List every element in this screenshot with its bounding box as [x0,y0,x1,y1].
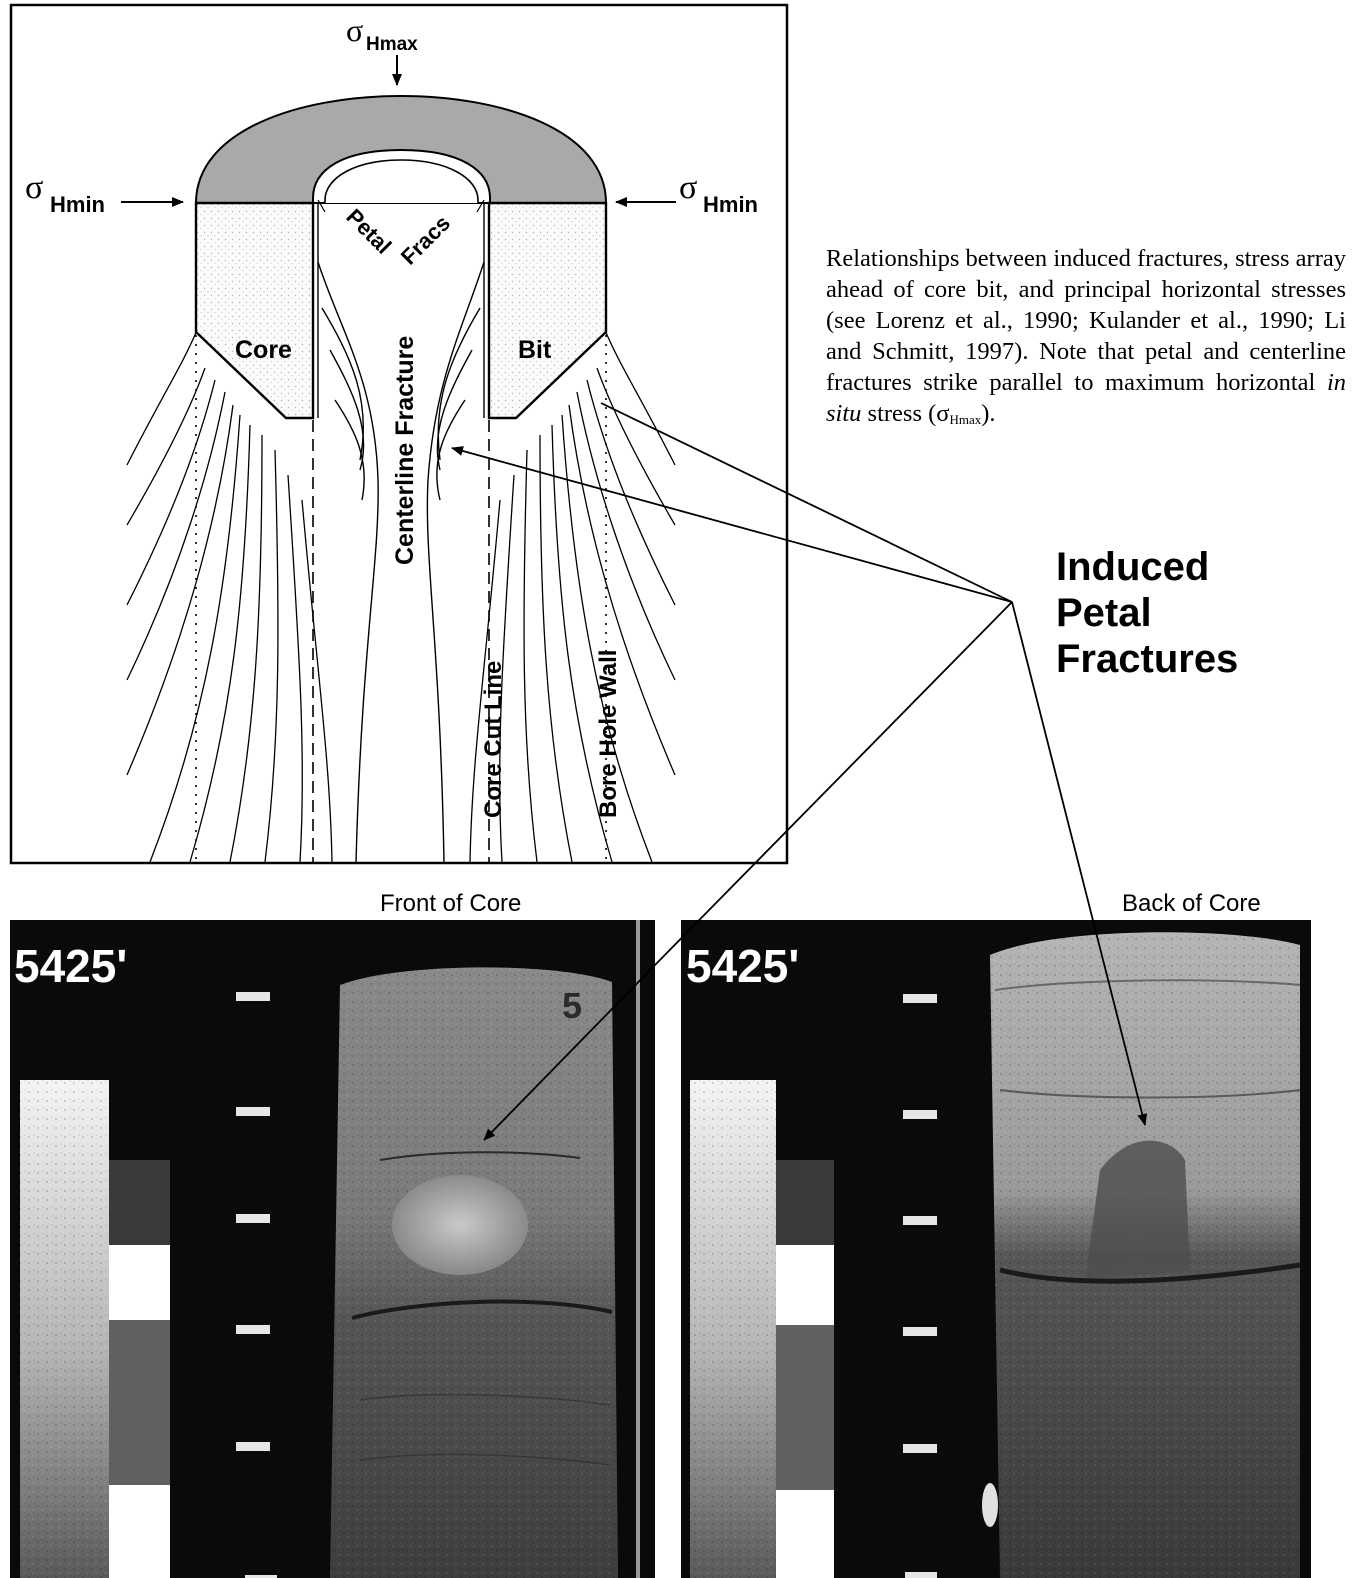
caption-text-3: ). [981,400,995,427]
front-core-photo: 5 5425' [10,920,655,1578]
front-depth-label: 5425' [14,940,127,992]
sigma-hmin-left-subscript: Hmin [50,192,105,217]
stress-diagram: σ Hmax σ Hmin σ Hmin Petal Fracs Core Bi… [11,5,787,863]
callout-line-3: Fractures [1056,636,1238,682]
sigma-hmax-symbol: σ [346,12,363,48]
callout-line-2: Petal [1056,590,1238,636]
back-core-photo: 5425' [681,920,1311,1578]
sigma-hmin-right-subscript: Hmin [703,192,758,217]
front-core-marking: 5 [562,985,582,1026]
bore-hole-wall-label: Bore Hole Wall [595,650,622,818]
front-of-core-title: Front of Core [380,890,521,917]
caption-text-2: stress (σ [861,400,949,427]
front-petal-fracture-patch [392,1175,528,1275]
callout-line-1: Induced [1056,544,1238,590]
sigma-hmin-left-symbol: σ [25,169,43,206]
sigma-hmax-subscript: Hmax [366,34,418,55]
back-of-core-title: Back of Core [1122,890,1261,917]
core-label: Core [235,336,292,364]
core-cut-line-label: Core Cut Line [480,661,507,818]
bit-label: Bit [518,336,552,364]
sigma-hmin-right-symbol: σ [679,169,697,206]
caption-text: Relationships between induced fractures,… [826,245,1346,396]
figure-caption: Relationships between induced fractures,… [826,243,1346,435]
back-depth-label: 5425' [686,940,799,992]
centerline-fracture-label: Centerline Fracture [391,336,419,565]
caption-subscript: Hmax [949,412,981,427]
induced-petal-fractures-callout: Induced Petal Fractures [1056,544,1238,682]
